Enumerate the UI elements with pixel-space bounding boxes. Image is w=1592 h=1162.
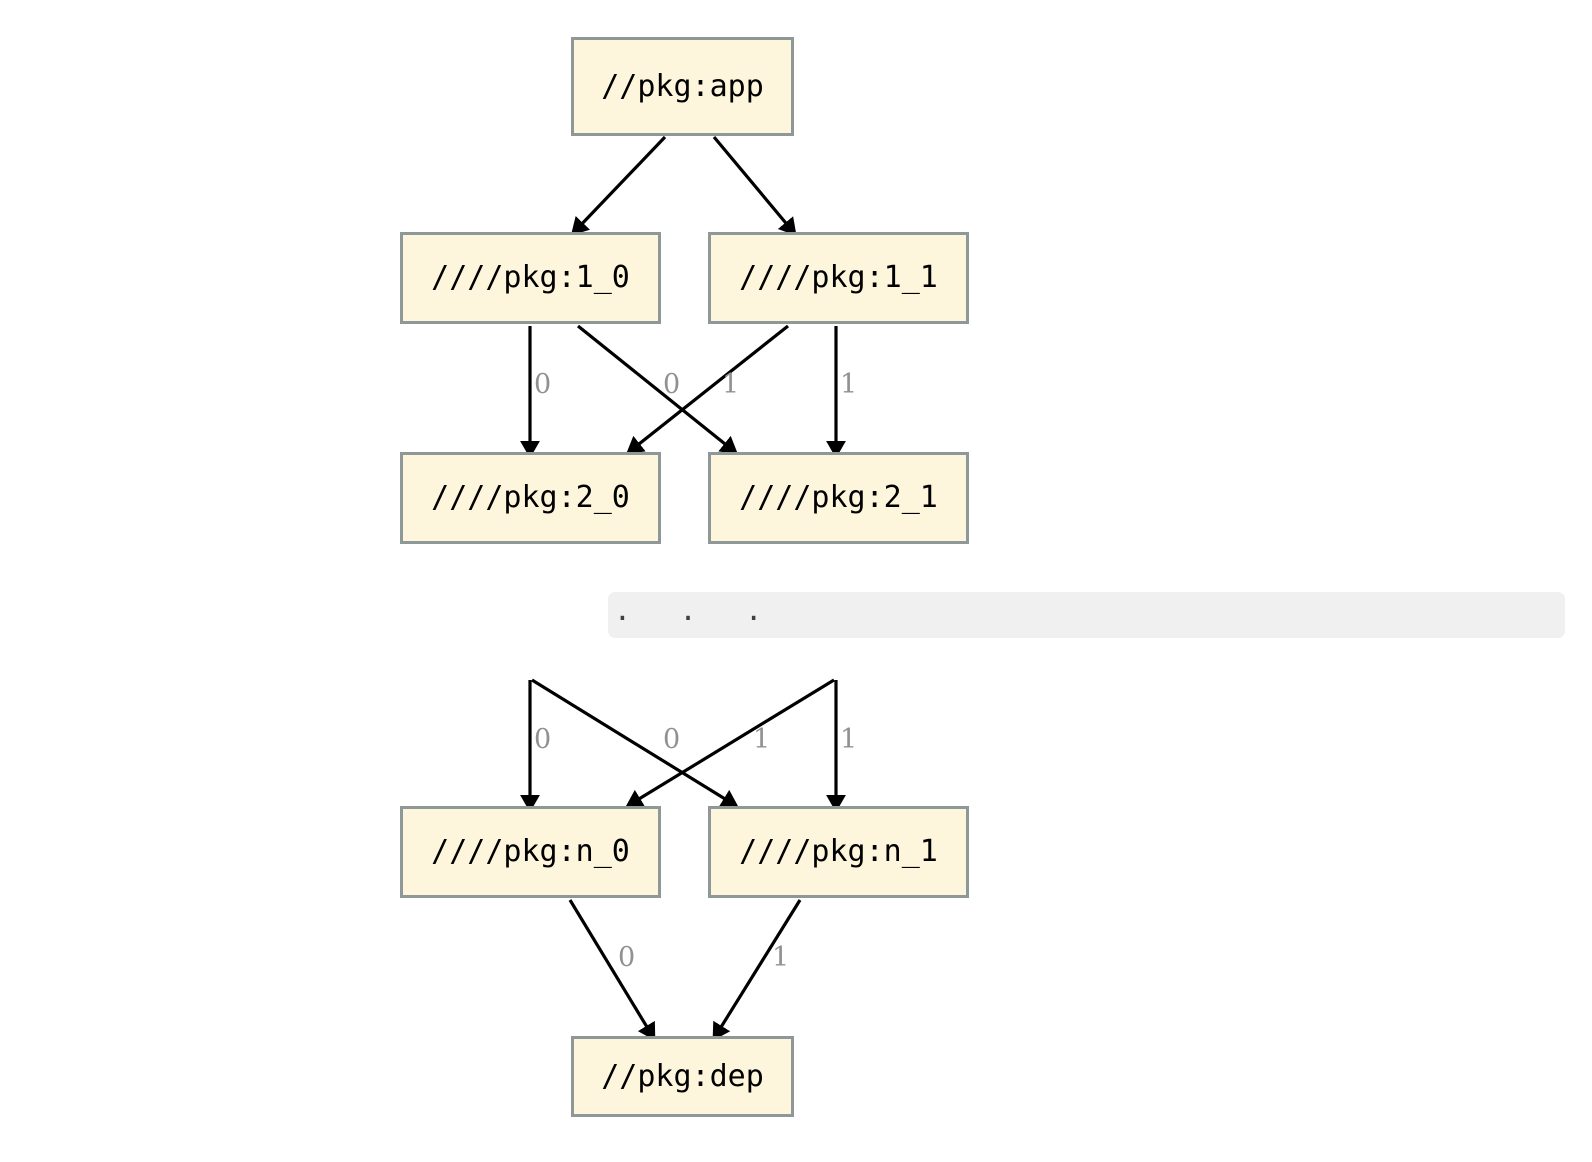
graph-node-app[interactable]: //pkg:app (571, 37, 794, 136)
edge-label-lbl-1_0-2_0: 0 (534, 369, 552, 400)
node-label: ////pkg:n_0 (431, 834, 630, 869)
edge-label-lbl-1_0-2_1: 0 (663, 369, 681, 400)
edge-label-lbl-n_1-dep: 1 (772, 942, 790, 973)
graph-edge-app-to-1_0 (570, 135, 667, 236)
collapsed-section-band[interactable]: . . . (608, 592, 1565, 638)
graph-edge-x-to-n_1b (531, 678, 739, 808)
graph-node-l2_0[interactable]: ////pkg:2_0 (400, 452, 661, 544)
edge-label-lbl-x-n_1: 1 (840, 724, 858, 755)
node-label: ////pkg:1_0 (431, 260, 630, 295)
edge-label-lbl-x-n_1b: 0 (663, 724, 681, 755)
graph-node-dep[interactable]: //pkg:dep (571, 1036, 794, 1117)
node-label: ////pkg:2_0 (431, 480, 630, 515)
edge-label-lbl-x-n_0: 0 (534, 724, 552, 755)
node-label: ////pkg:n_1 (739, 834, 938, 869)
edge-label-lbl-1_1-2_0: 1 (722, 369, 740, 400)
graph-edge-app-to-1_1 (712, 135, 797, 236)
node-label: //pkg:app (601, 68, 764, 104)
node-label: //pkg:dep (601, 1058, 764, 1094)
edge-label-lbl-n_0-dep: 0 (618, 942, 636, 973)
edge-label-lbl-1_1-2_1: 1 (840, 369, 858, 400)
edge-label-lbl-x-n_0b: 1 (753, 724, 771, 755)
graph-node-ln_1[interactable]: ////pkg:n_1 (708, 806, 969, 898)
ellipsis-label: . . . (617, 589, 782, 629)
graph-node-ln_0[interactable]: ////pkg:n_0 (400, 806, 661, 898)
node-label: ////pkg:1_1 (739, 260, 938, 295)
graph-node-l1_1[interactable]: ////pkg:1_1 (708, 232, 969, 324)
graph-edge-1_0-to-2_1 (576, 324, 738, 455)
graph-node-l1_0[interactable]: ////pkg:1_0 (400, 232, 661, 324)
node-label: ////pkg:2_1 (739, 480, 938, 515)
graph-edge-1_1-to-2_0 (625, 324, 789, 455)
graph-edge-n_0-to-dep (568, 899, 656, 1041)
graph-node-l2_1[interactable]: ////pkg:2_1 (708, 452, 969, 544)
